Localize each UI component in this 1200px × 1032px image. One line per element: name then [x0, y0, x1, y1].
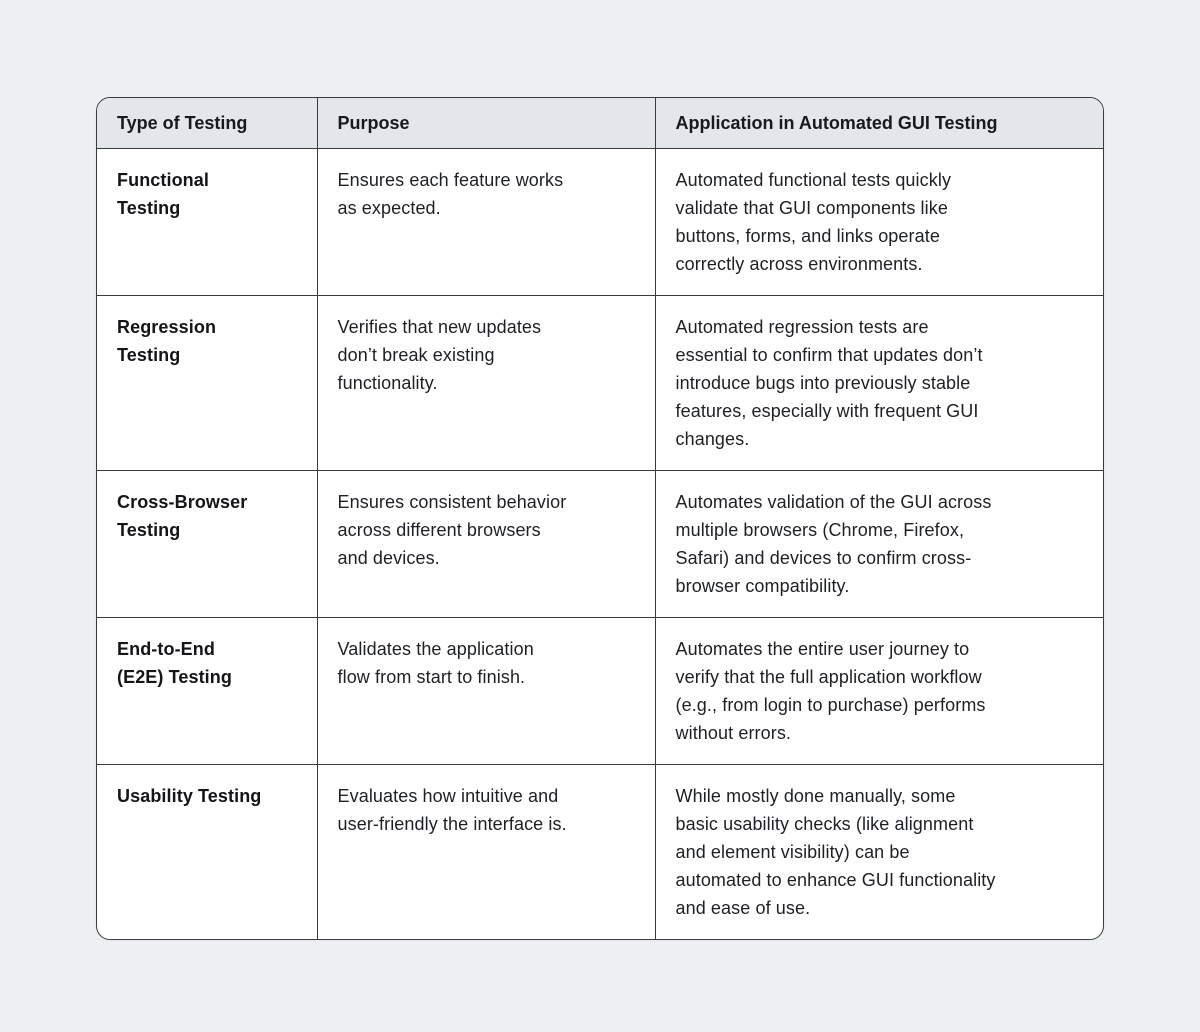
table-row: Cross-Browser Testing Ensures consistent… — [97, 470, 1103, 618]
table-row: Functional Testing Ensures each feature … — [97, 148, 1103, 296]
cell-application: Automates the entire user journey to ver… — [654, 617, 1103, 765]
cell-application: Automates validation of the GUI across m… — [654, 470, 1103, 618]
cell-purpose: Verifies that new updates don’t break ex… — [316, 295, 655, 471]
cell-purpose: Validates the application flow from star… — [316, 617, 655, 765]
column-header-application: Application in Automated GUI Testing — [654, 98, 1103, 149]
table-row: Regression Testing Verifies that new upd… — [97, 295, 1103, 471]
cell-application: While mostly done manually, some basic u… — [654, 764, 1103, 939]
cell-purpose: Ensures consistent behavior across diffe… — [316, 470, 655, 618]
table-header-row: Type of Testing Purpose Application in A… — [97, 98, 1103, 149]
testing-types-table: Type of Testing Purpose Application in A… — [96, 97, 1104, 940]
column-header-type-of-testing: Type of Testing — [97, 98, 317, 149]
cell-purpose: Evaluates how intuitive and user-friendl… — [316, 764, 655, 939]
column-header-purpose: Purpose — [316, 98, 655, 149]
cell-application: Automated functional tests quickly valid… — [654, 148, 1103, 296]
table-row: End-to-End (E2E) Testing Validates the a… — [97, 617, 1103, 765]
cell-purpose: Ensures each feature works as expected. — [316, 148, 655, 296]
table-row: Usability Testing Evaluates how intuitiv… — [97, 764, 1103, 939]
cell-testing-type: End-to-End (E2E) Testing — [97, 617, 317, 765]
cell-testing-type: Functional Testing — [97, 148, 317, 296]
cell-testing-type: Usability Testing — [117, 786, 262, 806]
cell-application: Automated regression tests are essential… — [654, 295, 1103, 471]
cell-testing-type: Cross-Browser Testing — [97, 470, 317, 618]
cell-testing-type: Regression Testing — [97, 295, 317, 471]
